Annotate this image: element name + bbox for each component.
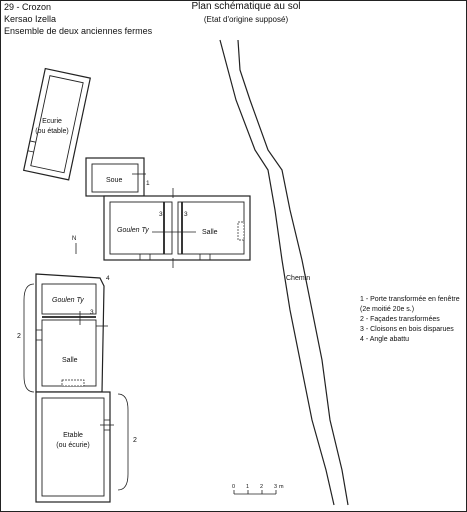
- building-ecurie: [22, 67, 91, 181]
- marker-3a: 3: [159, 211, 163, 218]
- place-label: Kersao Izella: [4, 14, 57, 24]
- salle-bottom-room: [41, 319, 97, 387]
- etable-sub-label: (ou écurie): [56, 442, 89, 449]
- goulen-ty-bottom-room: [41, 283, 97, 315]
- marker-3c: 3: [90, 309, 94, 316]
- facade-bracket-left: [23, 283, 35, 393]
- scale-tick-0: 0: [232, 484, 235, 490]
- goulen-ty-bottom-label: Goulen Ty: [52, 297, 84, 304]
- ecurie-sub-label: (ou étable): [35, 128, 68, 135]
- road-east-edge: [237, 39, 349, 506]
- legend-item: (2e moitié 20e s.): [360, 306, 415, 313]
- plan-title: Plan schématique au sol: [191, 1, 301, 12]
- legend-item: 1 - Porte transformée en fenêtre: [360, 296, 460, 303]
- legend-item: 4 - Angle abattu: [360, 336, 410, 343]
- salle-top-room: [177, 201, 245, 255]
- road-west-edge: [219, 39, 335, 506]
- commune-label: 29 - Crozon: [4, 2, 52, 12]
- goulen-ty-top-label: Goulen Ty: [117, 227, 149, 234]
- ensemble-label: Ensemble de deux anciennes fermes: [4, 26, 153, 36]
- plan-subtitle: (Etat d'origine supposé): [203, 15, 289, 24]
- facade-bracket-right: [117, 393, 129, 491]
- ecurie-label: Ecurie: [42, 118, 62, 125]
- scale-tick-1: 1: [246, 484, 249, 490]
- marker-3b: 3: [184, 211, 188, 218]
- goulen-ty-top-room: [109, 201, 173, 255]
- scale-tick-2: 2: [260, 484, 263, 490]
- marker-2b: 2: [133, 437, 137, 444]
- salle-top-label: Salle: [202, 229, 218, 236]
- etable-label: Etable: [63, 432, 83, 439]
- etable-inner-wall: [41, 397, 105, 497]
- legend-item: 3 - Cloisons en bois disparues: [360, 326, 454, 333]
- ecurie-inner-wall: [30, 75, 84, 174]
- marker-4: 4: [106, 275, 110, 282]
- scale-bar: 0 1 2 3 m: [232, 484, 284, 495]
- soue-label: Soue: [106, 177, 122, 184]
- legend-item: 2 - Façades transformées: [360, 316, 440, 323]
- marker-2a: 2: [17, 333, 21, 340]
- hearth-top: [237, 221, 245, 241]
- hearth-bottom: [61, 379, 85, 387]
- scale-tick-3: 3: [274, 484, 277, 490]
- soue-inner-wall: [91, 163, 139, 193]
- marker-1: 1: [146, 180, 150, 187]
- legend: 1 - Porte transformée en fenêtre (2e moi…: [360, 295, 460, 345]
- salle-bottom-label: Salle: [62, 357, 78, 364]
- scale-unit: m: [279, 484, 284, 490]
- north-label: N: [72, 236, 76, 242]
- road-label: Chemin: [286, 275, 310, 282]
